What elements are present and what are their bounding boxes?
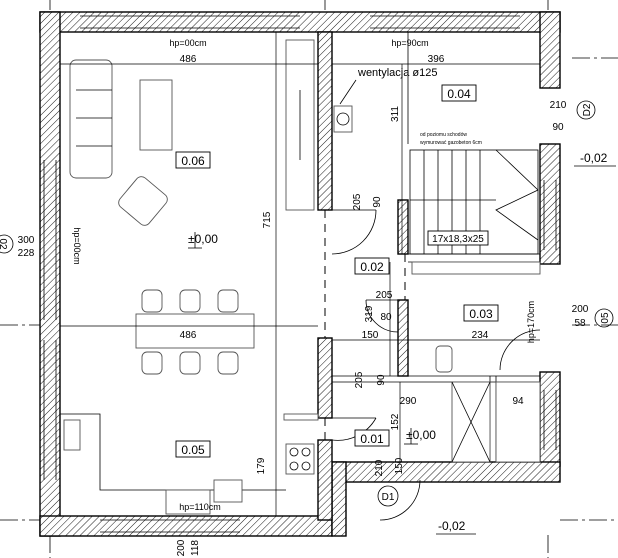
dim-205-a: 205 bbox=[352, 193, 363, 210]
stairs-label: 17x18,3x25 bbox=[432, 234, 484, 245]
dim-80: 80 bbox=[380, 312, 392, 323]
room-label-0-04: 0.04 bbox=[447, 87, 471, 101]
dim-200-r: 200 bbox=[572, 304, 589, 315]
room-label-0-06: 0.06 bbox=[181, 154, 205, 168]
wall-bath-left-low bbox=[397, 299, 409, 377]
dim-396: 396 bbox=[428, 54, 445, 65]
kitchen-counter bbox=[60, 413, 286, 491]
dim-290: 290 bbox=[400, 396, 417, 407]
dining-table bbox=[135, 313, 255, 349]
room-label-0-02: 0.02 bbox=[360, 260, 384, 274]
dim-205-c: 205 bbox=[354, 371, 365, 388]
axis-02: 02 bbox=[0, 238, 8, 250]
height-labels: hp=00cm hp=90cm hp=00cm hp=170cm hp=110c… bbox=[72, 38, 536, 512]
stove bbox=[285, 443, 315, 475]
axis-05: 05 bbox=[600, 312, 611, 324]
height-label-kitchen: hp=110cm bbox=[179, 502, 221, 512]
wall-inner-vertical-low bbox=[317, 439, 333, 521]
dim-210-a: 210 bbox=[550, 100, 567, 111]
room-labels: 0.06 0.05 0.04 0.03 0.02 0.01 bbox=[175, 84, 499, 458]
height-label-living: hp=00cm bbox=[169, 38, 206, 48]
dim-94: 94 bbox=[512, 396, 524, 407]
chair-1 bbox=[141, 289, 163, 313]
note-line-2: wymurować gazobeton 6cm bbox=[420, 140, 482, 146]
dim-90-a: 90 bbox=[372, 196, 383, 208]
sofa bbox=[69, 59, 113, 179]
wall-right-middle bbox=[539, 143, 561, 265]
room-label-0-03: 0.03 bbox=[469, 307, 493, 321]
height-label-bath: hp=170cm bbox=[526, 301, 536, 343]
dim-152: 152 bbox=[390, 413, 401, 430]
note-line-1: od poziomu schodów bbox=[420, 132, 467, 138]
dim-90-b: 90 bbox=[376, 374, 387, 386]
dim-300: 300 bbox=[18, 235, 35, 246]
chair-4 bbox=[141, 351, 163, 375]
wall-inner-vertical-bottom bbox=[317, 337, 333, 419]
wall-bottom-right bbox=[331, 461, 561, 483]
dimension-lines bbox=[60, 32, 540, 516]
furniture bbox=[60, 39, 541, 515]
chair-6 bbox=[217, 351, 239, 375]
room-label-0-01: 0.01 bbox=[360, 432, 384, 446]
dim-200-b: 200 bbox=[176, 539, 187, 556]
chair-3 bbox=[217, 289, 239, 313]
wall-vestibule-left bbox=[331, 461, 347, 537]
walls bbox=[39, 11, 561, 537]
dim-118: 118 bbox=[190, 540, 201, 556]
room-label-0-05: 0.05 bbox=[181, 443, 205, 457]
chair-2 bbox=[179, 289, 201, 313]
boiler bbox=[333, 105, 353, 133]
level-marks: ±0,00 ±0,00 -0,02 -0,02 bbox=[188, 151, 616, 535]
wall-top bbox=[39, 11, 561, 33]
wall-bottom-left bbox=[39, 515, 333, 537]
shower bbox=[495, 381, 541, 463]
dim-319: 319 bbox=[364, 305, 375, 322]
armchair bbox=[118, 176, 168, 226]
height-label-left: hp=00cm bbox=[72, 227, 82, 264]
wall-bath-left bbox=[397, 199, 409, 255]
axis-d1: D1 bbox=[382, 492, 395, 503]
dim-228: 228 bbox=[18, 248, 35, 259]
axis-bubbles: D2 D1 05 02 bbox=[0, 100, 614, 507]
kitchen-sink bbox=[165, 489, 211, 515]
dim-58: 58 bbox=[574, 318, 586, 329]
dim-210-b: 210 bbox=[374, 459, 385, 476]
dim-486-top: 486 bbox=[180, 54, 197, 65]
wall-right-upper bbox=[539, 11, 561, 89]
dim-715: 715 bbox=[262, 211, 273, 228]
toilet bbox=[435, 345, 453, 373]
windows bbox=[43, 15, 557, 533]
dim-234: 234 bbox=[472, 330, 489, 341]
staircase bbox=[409, 149, 539, 255]
wall-left bbox=[39, 11, 61, 537]
annotations: wentylacja ø125 17x18,3x25 od poziomu sc… bbox=[339, 67, 489, 246]
axis-d2: D2 bbox=[582, 103, 593, 116]
dim-486-mid: 486 bbox=[180, 330, 197, 341]
level-hall: ±0,00 bbox=[406, 428, 436, 442]
dimension-texts: 486 396 311 715 205 90 205 80 319 150 23… bbox=[18, 54, 589, 556]
level-outer-bottom: -0,02 bbox=[438, 519, 466, 533]
coffee-table bbox=[139, 79, 173, 151]
dim-150: 150 bbox=[362, 330, 379, 341]
dim-90-c: 90 bbox=[552, 122, 564, 133]
chair-5 bbox=[179, 351, 201, 375]
vent-label: wentylacja ø125 bbox=[357, 67, 438, 79]
dim-179: 179 bbox=[256, 457, 267, 474]
level-outer-right: -0,02 bbox=[580, 151, 608, 165]
dim-205-b: 205 bbox=[376, 290, 393, 301]
level-living: ±0,00 bbox=[188, 232, 218, 246]
dim-311: 311 bbox=[390, 106, 401, 122]
wall-inner-vertical-top bbox=[317, 31, 333, 211]
washbasin bbox=[411, 261, 541, 275]
height-label-room-04: hp=90cm bbox=[391, 38, 428, 48]
wall-right-lower bbox=[539, 371, 561, 467]
dim-150-b: 150 bbox=[394, 457, 405, 474]
